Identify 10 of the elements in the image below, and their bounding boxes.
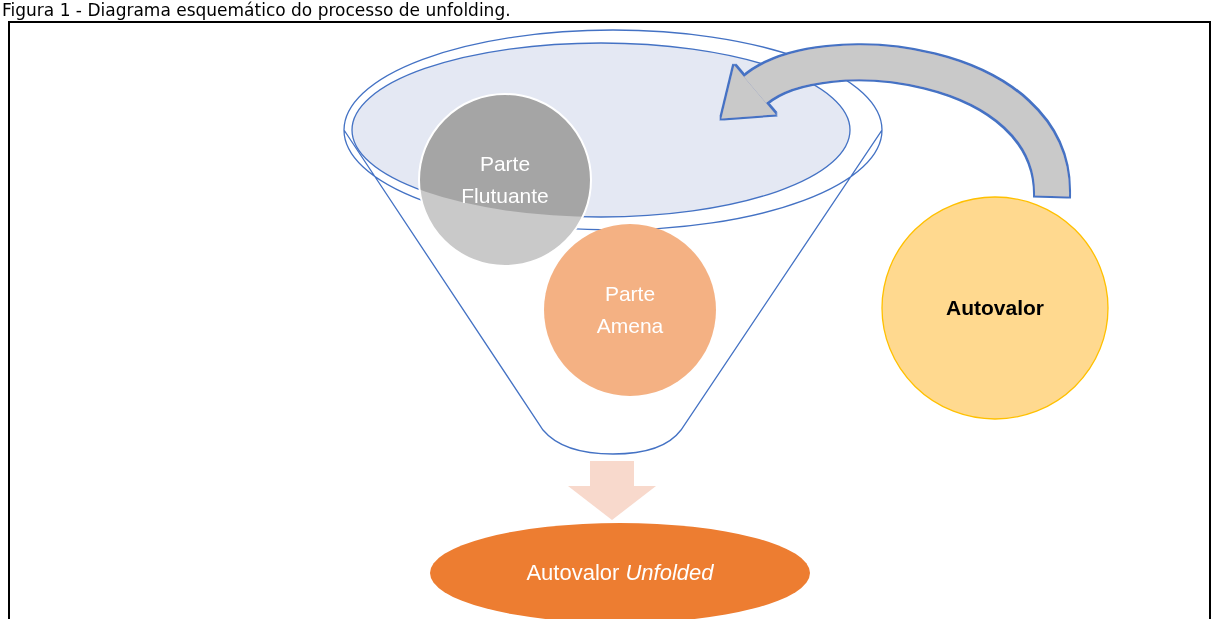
funnel-shape xyxy=(341,26,885,454)
block-arrow xyxy=(568,461,656,520)
node-label: Parte Flutuante xyxy=(460,151,550,209)
circle-node xyxy=(419,94,591,266)
node-label: Parte Amena xyxy=(595,281,665,339)
figure-title: Figura 1 - Diagrama esquemático do processo de unfolding. xyxy=(2,0,511,20)
node-label: Autovalor Unfolded xyxy=(526,559,714,587)
node-label: Autovalor xyxy=(946,295,1044,321)
circle-node xyxy=(544,224,716,396)
circle-node xyxy=(881,196,1109,420)
